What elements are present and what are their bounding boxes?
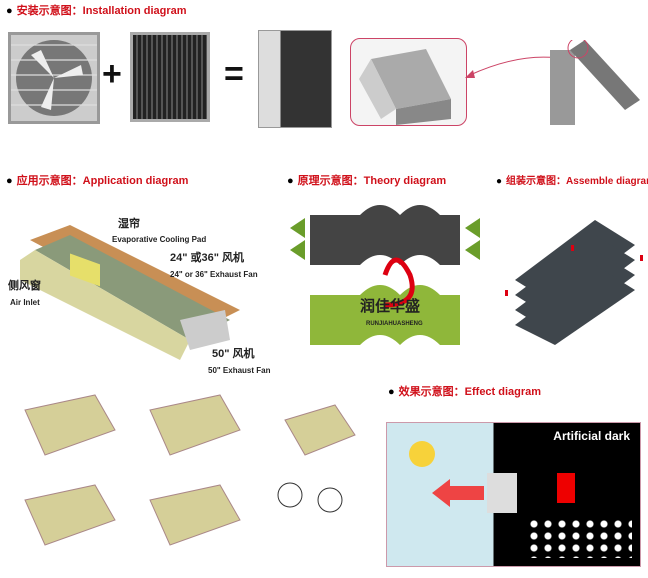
red-light <box>557 473 575 503</box>
brand-en: RUNJIAHUASHENG <box>366 321 423 327</box>
assembled-unit-image <box>258 30 332 128</box>
plus-sign: + <box>102 55 122 93</box>
label-fan24-cn: 24" 或36" 风机 <box>170 252 245 264</box>
theory-diagram-image <box>290 200 485 345</box>
label-inlet-en: Air Inlet <box>10 298 40 307</box>
assemble-title: ●组装示意图：Assemble diagram <box>496 176 648 187</box>
exhaust-fan-image <box>8 32 100 124</box>
equals-sign: = <box>224 55 244 93</box>
effect-title: ●效果示意图：Effect diagram <box>388 386 542 398</box>
chickens <box>527 518 632 558</box>
brand-cn: 润佳华盛 <box>360 298 421 315</box>
label-fan50-cn: 50" 风机 <box>212 348 255 360</box>
effect-caption: Artificial dark <box>553 429 630 443</box>
installation-title: ●安装示意图：Installation diagram <box>6 5 187 17</box>
detail-callout-image <box>350 38 467 126</box>
arrow-shaft <box>449 486 484 500</box>
theory-title: ●原理示意图：Theory diagram <box>287 175 447 187</box>
label-inlet-cn: 侧风窗 <box>8 280 41 292</box>
label-pad-cn: 湿帘 <box>118 218 140 230</box>
label-pad-en: Evaporative Cooling Pad <box>112 235 207 244</box>
bent-pad-image <box>545 37 640 125</box>
application-title: ●应用示意图：Application diagram <box>6 175 189 187</box>
arrow-left-icon <box>432 479 450 507</box>
pad-unit <box>487 473 517 513</box>
effect-diagram-image: Artificial dark <box>386 422 641 567</box>
sun-icon <box>409 441 435 467</box>
house-detail-image <box>275 400 370 520</box>
label-fan50-en: 50" Exhaust Fan <box>208 366 271 375</box>
label-fan24-en: 24" or 36" Exhaust Fan <box>170 270 258 279</box>
poultry-house-image <box>0 200 290 370</box>
assemble-diagram-image <box>505 210 645 345</box>
airflow-diagrams-image <box>5 390 270 575</box>
cooling-pad-image <box>130 32 210 122</box>
